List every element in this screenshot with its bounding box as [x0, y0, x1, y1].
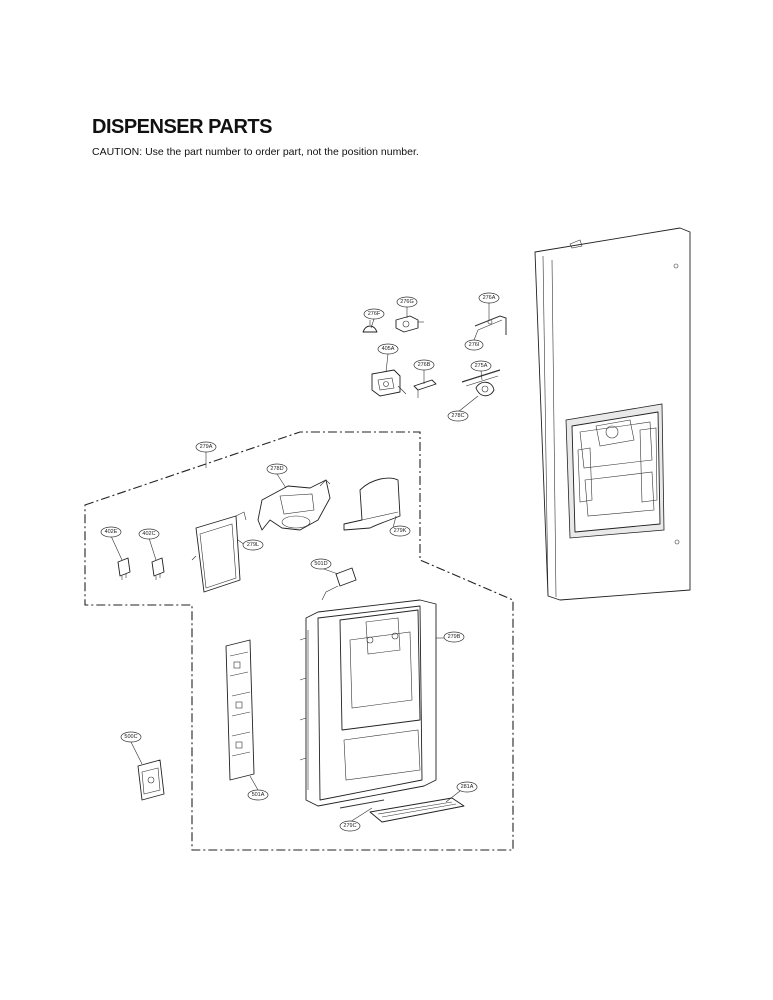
part-279C	[339, 799, 385, 809]
part-279K	[343, 477, 401, 531]
part-276A	[474, 315, 507, 335]
part-279B	[299, 599, 437, 807]
part-281A	[369, 797, 465, 823]
svg-text:402C: 402C	[142, 531, 155, 537]
part-501D	[321, 567, 357, 601]
part-276B	[413, 379, 437, 398]
svg-text:279L: 279L	[247, 542, 259, 548]
svg-text:279B: 279B	[448, 634, 461, 640]
svg-text:279A: 279A	[200, 444, 213, 450]
part-402C	[151, 557, 165, 580]
svg-text:276B: 276B	[418, 362, 431, 368]
callout-405A: 405A	[377, 343, 399, 355]
svg-text:279C: 279C	[343, 823, 356, 829]
callout-279K: 279K	[389, 525, 411, 537]
svg-text:275A: 275A	[475, 363, 488, 369]
part-500C	[137, 759, 165, 801]
callout-402C: 402C	[138, 528, 160, 540]
part-402E	[117, 557, 131, 580]
part-278D	[257, 479, 331, 531]
caution-note: CAUTION: Use the part number to order pa…	[92, 146, 419, 158]
svg-text:278D: 278D	[270, 466, 283, 472]
part-279L	[191, 511, 247, 593]
part-405A	[371, 369, 407, 397]
callout-276B: 276B	[413, 359, 435, 371]
callout-279B: 279B	[443, 631, 465, 643]
callout-501D: 501D	[310, 558, 332, 570]
callout-276A: 276A	[478, 292, 500, 304]
part-276G	[395, 315, 424, 333]
svg-text:501A: 501A	[252, 792, 265, 798]
svg-text:278C: 278C	[451, 413, 464, 419]
dispenser-assembly-boundary	[84, 431, 514, 851]
svg-text:501D: 501D	[314, 561, 327, 567]
page-title: DISPENSER PARTS	[92, 116, 272, 138]
callout-500C: 500C	[120, 731, 142, 743]
callout-279A: 279A	[195, 441, 217, 453]
callout-276F: 276F	[363, 308, 385, 320]
callout-501A: 501A	[247, 789, 269, 801]
callout-276G: 276G	[396, 296, 418, 308]
svg-text:276I: 276I	[469, 342, 480, 348]
svg-text:281A: 281A	[461, 784, 474, 790]
part-276F	[362, 320, 378, 333]
callout-278D: 278D	[266, 463, 288, 475]
svg-text:276G: 276G	[400, 299, 413, 305]
svg-text:500C: 500C	[124, 734, 137, 740]
svg-text:276A: 276A	[483, 295, 496, 301]
svg-text:402E: 402E	[105, 529, 118, 535]
door-panel	[534, 227, 691, 601]
part-275A	[461, 369, 501, 397]
svg-text:276F: 276F	[368, 311, 381, 317]
callout-402E: 402E	[100, 526, 122, 538]
callout-278C: 278C	[447, 410, 469, 422]
part-501A	[225, 639, 255, 781]
callout-275A: 275A	[470, 360, 492, 372]
svg-text:405A: 405A	[382, 346, 395, 352]
callout-281A: 281A	[456, 781, 478, 793]
callout-279L: 279L	[242, 539, 264, 551]
callout-276I: 276I	[464, 339, 484, 351]
callout-279C: 279C	[339, 820, 361, 832]
svg-text:279K: 279K	[394, 528, 407, 534]
